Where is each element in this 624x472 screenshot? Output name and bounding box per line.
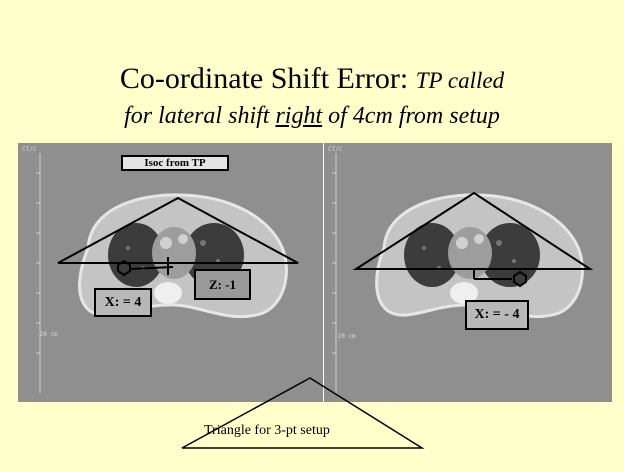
ct-scan-right: CT/C -20 cm X: = - 4 — [324, 143, 612, 402]
ct-image-right — [332, 153, 594, 393]
ct-scan-left: CT/C -20 cm Isoc from TP Z: -1 X: = 4 — [18, 143, 323, 402]
z-shift-label: Z: -1 — [194, 269, 251, 300]
slide-title-line1: Co-ordinate Shift Error: TP called — [0, 62, 624, 96]
subtitle-underlined: right — [275, 103, 323, 129]
slide-title-italic: TP called — [415, 68, 505, 93]
setup-triangle — [181, 377, 425, 449]
slide-subtitle: for lateral shift right of 4cm from setu… — [0, 103, 624, 130]
ct-image-left — [36, 153, 299, 393]
x-shift-label: X: = 4 — [94, 288, 152, 317]
triangle-caption: Triangle for 3-pt setup — [204, 423, 330, 438]
slide-title-main: Co-ordinate Shift Error: — [119, 62, 409, 95]
corner-text: CT/C — [328, 146, 343, 153]
isocenter-label: Isoc from TP — [121, 155, 229, 171]
x-shift-label: X: = - 4 — [465, 300, 529, 330]
subtitle-pre: for lateral shift — [124, 103, 276, 129]
subtitle-post: of 4cm from setup — [322, 103, 500, 129]
corner-text: CT/C — [22, 146, 37, 153]
scale-label: -20 cm — [334, 333, 356, 340]
scale-label: -20 cm — [36, 331, 58, 338]
